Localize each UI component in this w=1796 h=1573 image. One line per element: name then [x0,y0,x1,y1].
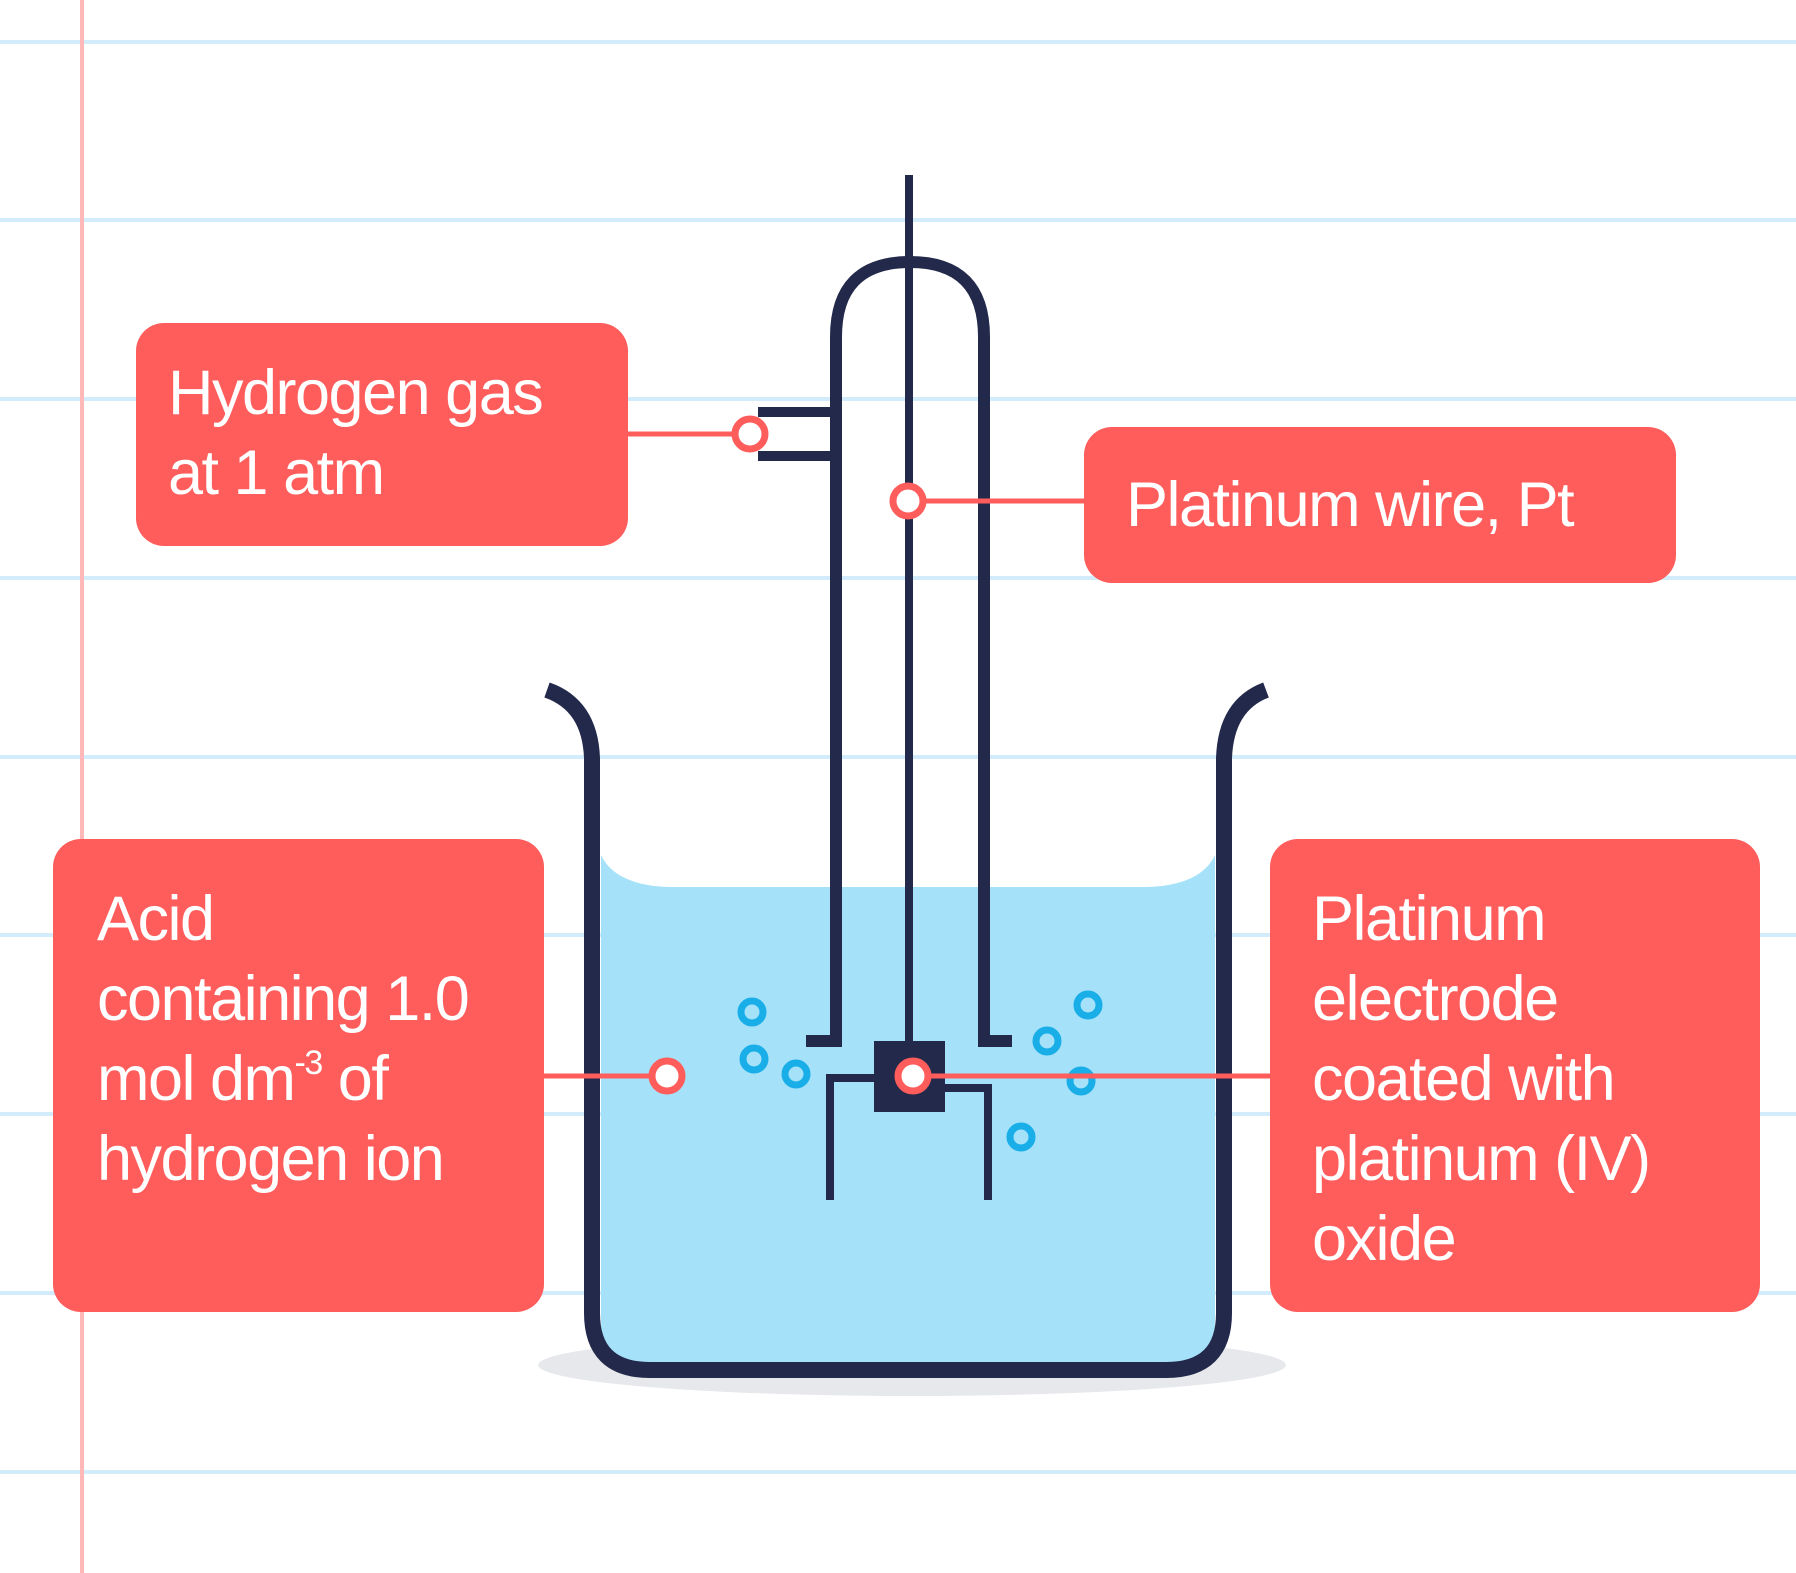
bubble [1006,1122,1036,1152]
label-line: electrode [1312,964,1559,1034]
bubble [1032,1026,1062,1056]
label-line: containing 1.0 [97,964,470,1034]
electrode-leg-left [826,1074,874,1200]
callout-dot-acid [648,1057,686,1095]
label-line: coated with [1312,1044,1616,1114]
electrode-leg-right [945,1084,992,1200]
bubble [1066,1066,1096,1096]
label-platinum-wire: Platinum wire, Pt [1084,427,1676,583]
label-line: hydrogen ion [97,1124,445,1194]
label-acid-solution: Acid containing 1.0 mol dm-3 of hydrogen… [53,839,544,1312]
label-line: Platinum [1312,884,1547,954]
label-line: Platinum wire, Pt [1126,470,1575,540]
label-line: oxide [1312,1204,1457,1274]
bubble [1073,990,1103,1020]
callout-dot-wire [889,482,927,520]
unit-text: mol dm [97,1044,296,1114]
label-line: at 1 atm [168,438,385,508]
beaker [544,682,1270,1378]
label-platinum-electrode: Platinum electrode coated with platinum … [1270,839,1760,1312]
bubble [781,1059,811,1089]
unit-suffix: of [321,1044,389,1114]
label-line: Hydrogen gas [168,358,544,428]
callout-dot-electrode [894,1057,932,1095]
label-line: Acid [97,884,215,954]
bubble [739,1044,769,1074]
label-hydrogen-gas: Hydrogen gas at 1 atm [136,323,628,546]
label-line: platinum (IV) [1312,1124,1651,1194]
callout-dot-hydrogen [731,415,769,453]
bubble [737,997,767,1027]
unit-exponent: -3 [294,1044,324,1082]
label-line-unit: mol dm-3 of [97,1039,544,1119]
